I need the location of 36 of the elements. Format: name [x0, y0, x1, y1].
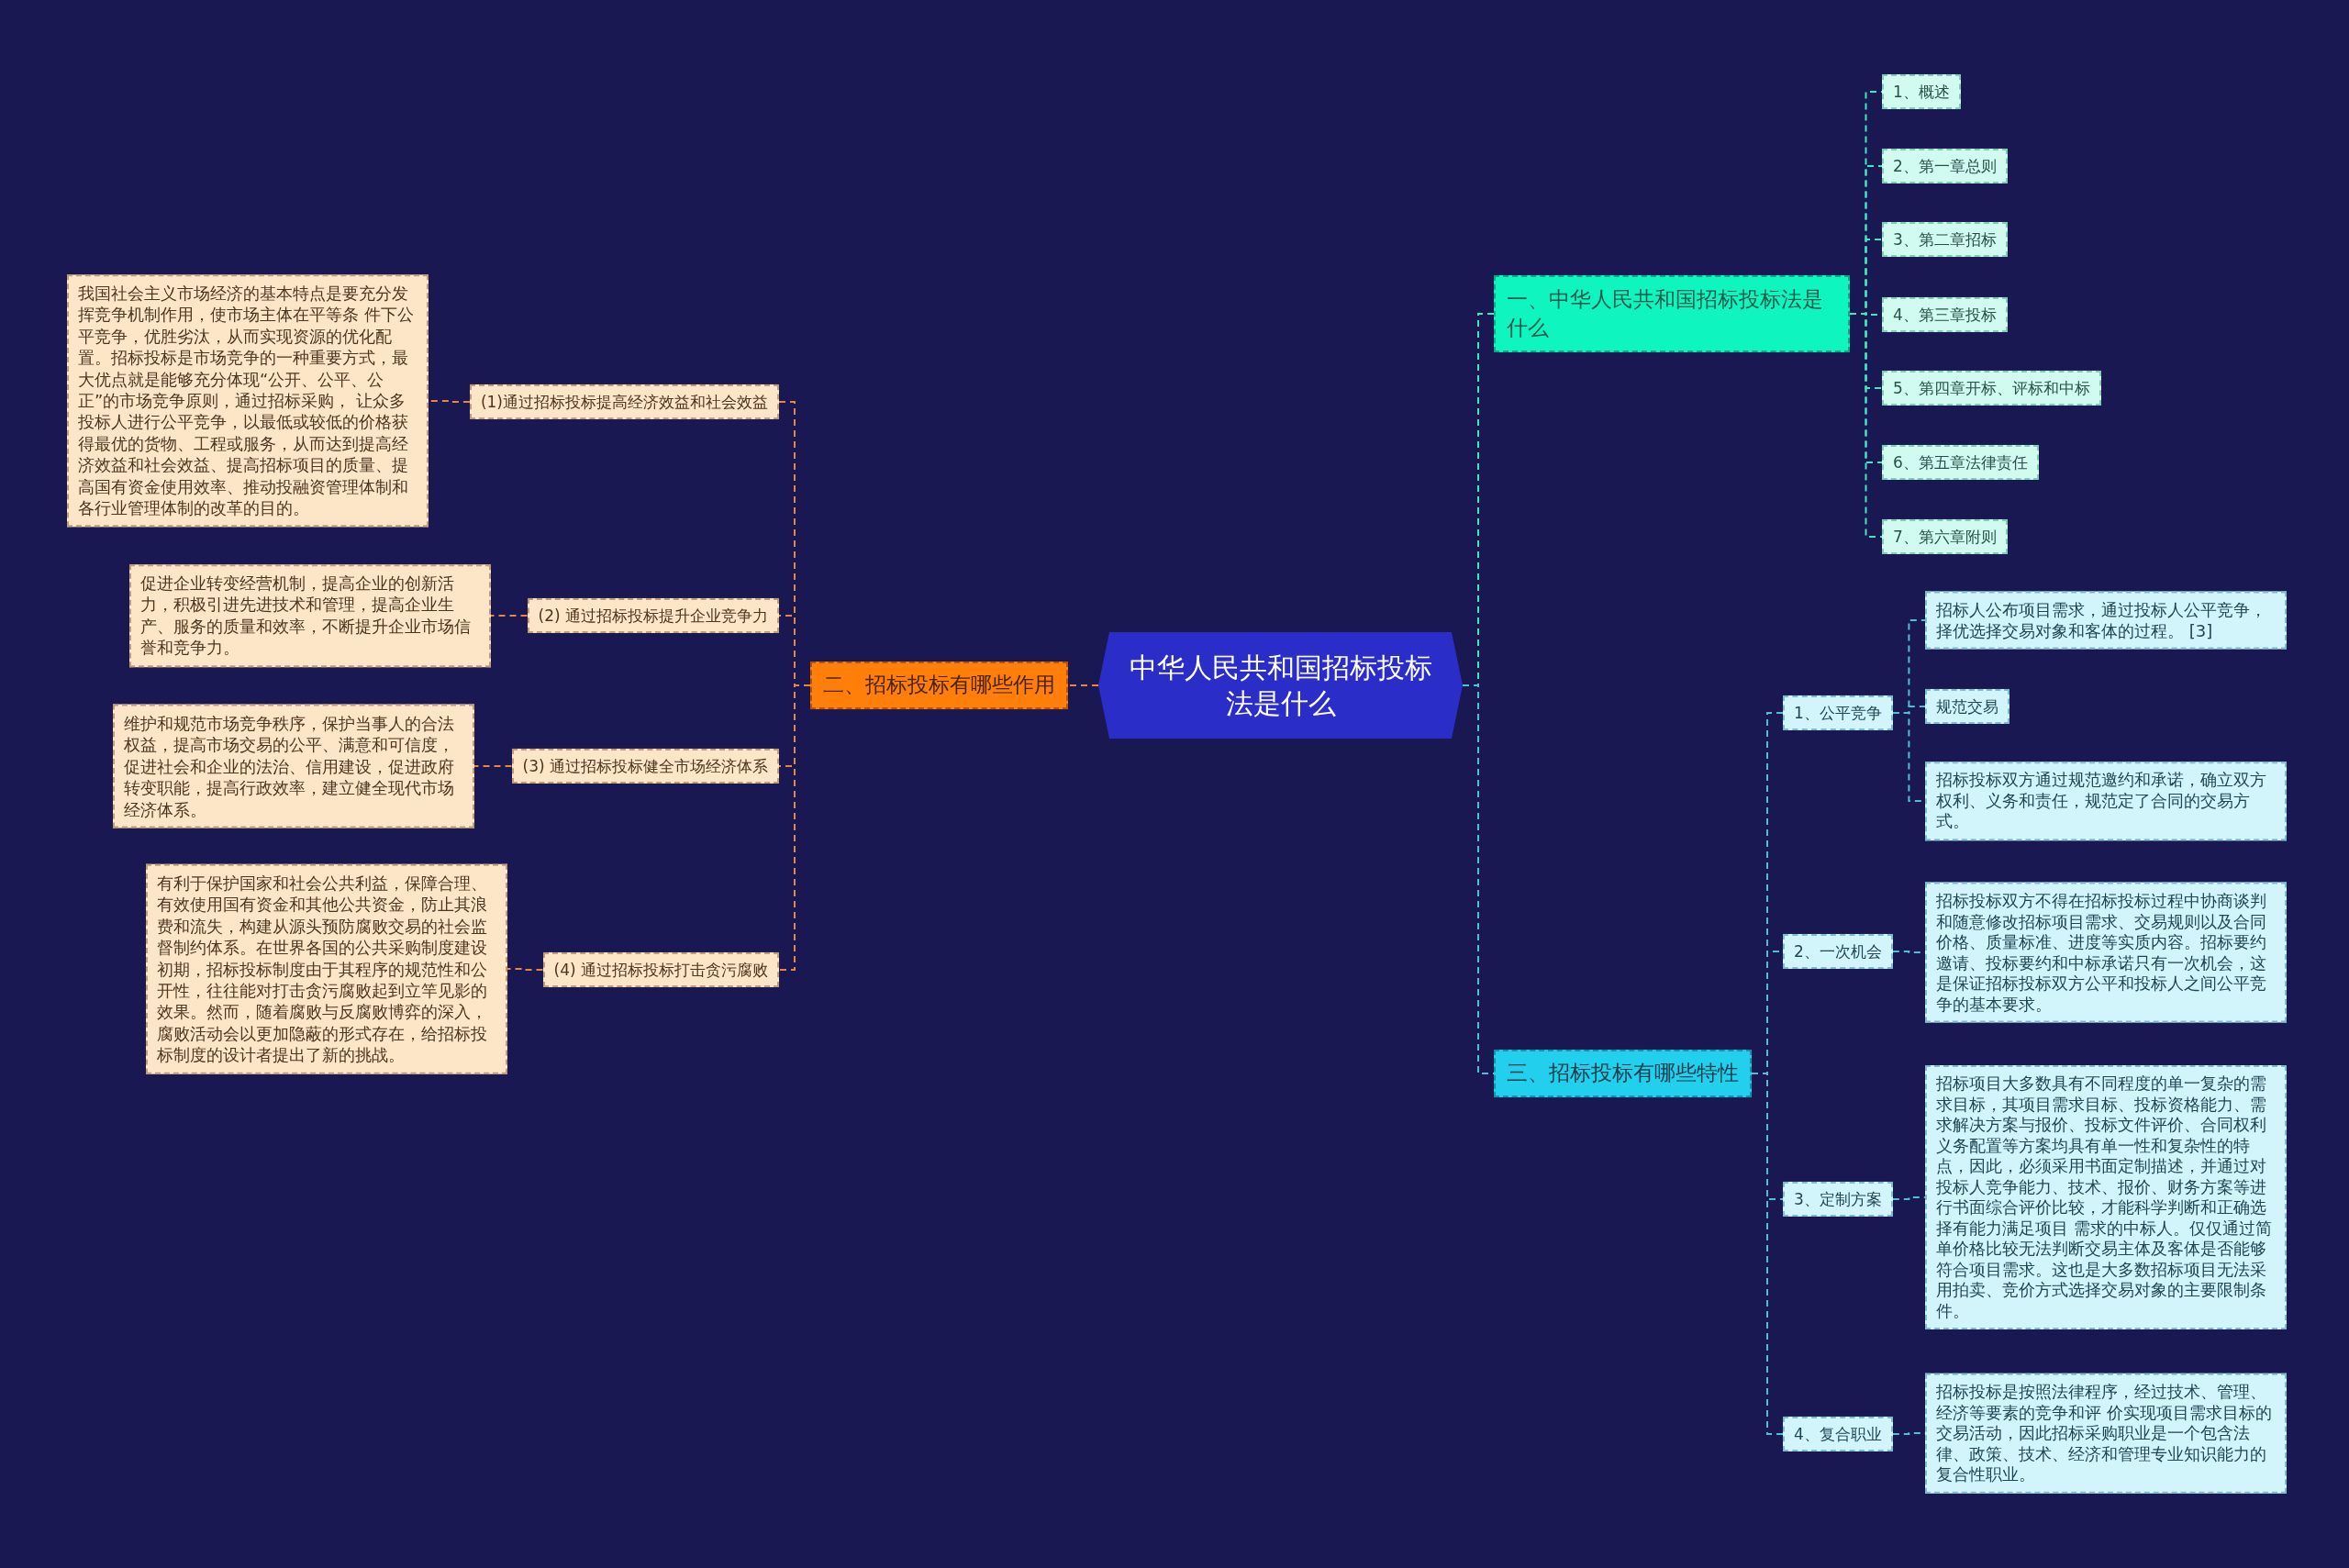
branch-topic: 一、中华人民共和国招标投标法是什么 — [1494, 274, 1850, 353]
chapter-item: 7、第六章附则 — [1882, 518, 2008, 555]
chapter-item: 5、第四章开标、评标和中标 — [1882, 370, 2101, 406]
note-card: 招标投标是按照法律程序，经过技术、管理、经济等要素的竞争和评 价实现项目需求目标的交易活动，因此招标采购职业是一个包含法律、政策、技术、经济和管理专业知识能力的复合性职业。 — [1925, 1373, 2287, 1494]
branch-topic: 三、招标投标有哪些特性 — [1494, 1050, 1752, 1097]
chapter-item: 1、概述 — [1882, 73, 1961, 110]
subtopic-node: 2、一次机会 — [1783, 933, 1893, 970]
subtopic-node: 4、复合职业 — [1783, 1416, 1893, 1452]
note-card: 招标人公布项目需求，通过投标人公平竞争，择优选择交易对象和客体的过程。 [3] — [1925, 591, 2287, 650]
branch-topic: 二、招标投标有哪些作用 — [810, 662, 1068, 709]
subtopic-node: (1)通过招标投标提高经济效益和社会效益 — [469, 384, 779, 420]
connector-line — [1891, 1196, 1926, 1200]
subtopic-node: 3、定制方案 — [1783, 1181, 1893, 1218]
connector-line — [473, 765, 513, 767]
central-topic: 中华人民共和国招标投标法是什么 — [1098, 632, 1463, 739]
chapter-item: 3、第二章招标 — [1882, 221, 2008, 258]
connector-line — [1849, 313, 1883, 538]
note-card: 招标项目大多数具有不同程度的单一复杂的需求目标，其项目需求目标、投标资格能力、需求解决方案与报价、投标文件评价、合同权利义务配置等方案均具有单一性和复杂性的特点，因此，必须采用书面定制描述，并通过对投标人竞争能力、技术、报价、财务方案等进行书面综合评价比较，才能科学判断和正确选择有能力满足项目 需求的中标人。仅仅通过简单价格比较无法判断交易主体及客体是否能够符合项目需求。这也是大多数招标项目无法采用拍卖、竞价方式选择交易对象的主要限制条件。 — [1925, 1065, 2287, 1329]
subtopic-node: 规范交易 — [1925, 688, 2009, 725]
chapter-item: 6、第五章法律责任 — [1882, 444, 2039, 481]
note-card: 我国社会主义市场经济的基本特点是要充分发挥竞争机制作用，使市场主体在平等条 件下公平竞争，优胜劣汰，从而实现资源的优化配置。招标投标是市场竞争的一种重要方式，最大优点就是能够充分体现“公开、公平、公正”的市场竞争原则，通过招标采购， 让众多投标人进行公平竞争，以最低或较低的价格获得最优的货物、工程或服务，从而达到提高经济效益和社会效益、提高招标项目的质量、提高国有资金使用效率、推动投融资管理体制和各行业管理体制的改革的目的。 — [67, 274, 429, 528]
subtopic-node: (2) 通过招标投标提升企业竞争力 — [527, 597, 779, 634]
connector-line — [490, 615, 529, 617]
subtopic-node: 1、公平竞争 — [1783, 695, 1893, 731]
subtopic-node: (3) 通过招标投标健全市场经济体系 — [511, 748, 779, 784]
connector-line — [778, 684, 811, 971]
subtopic-node: (4) 通过招标投标打击贪污腐败 — [542, 951, 779, 988]
note-card: 有利于保护国家和社会公共利益，保障合理、有效使用国有资金和其他公共资金，防止其浪费和流失，构建从源头预防腐败交易的社会监督制约体系。在世界各国的公共采购制度建设初期，招标投标制度由于其程序的规范性和公开性，往往能对打击贪污腐败起到立竿见影的效果。然而，随着腐败与反腐败博弈的深入，腐败活动会以更加隐蔽的形式存在，给招标投标制度的设计者提出了新的挑战。 — [146, 863, 507, 1074]
note-card: 促进企业转变经营机制，提高企业的创新活力，积极引进先进技术和管理，提高企业生产、服务的质量和效率，不断提升企业市场信誉和竞争力。 — [129, 564, 491, 667]
chapter-item: 4、第三章投标 — [1882, 296, 2008, 333]
connector-line — [507, 968, 544, 971]
note-card: 招标投标双方不得在招标投标过程中协商谈判和随意修改招标项目需求、交易规则以及合同价格、质量标准、进度等实质内容。招标要约邀请、投标要约和中标承诺只有一次机会，这是保证招标投标双方公平和投标人之间公平竞争的基本要求。 — [1925, 882, 2287, 1023]
connector-line — [1067, 684, 1099, 686]
note-card: 招标投标双方通过规范邀约和承诺，确立双方权利、义务和责任，规范定了合同的交易方式。 — [1925, 762, 2287, 840]
chapter-item: 2、第一章总则 — [1882, 148, 2008, 184]
note-card: 维护和规范市场竞争秩序，保护当事人的合法权益，提高市场交易的公平、满意和可信度，促进社会和企业的法治、信用建设，促进政府转变职能，提高行政效率，建立健全现代市场经济体系。 — [113, 704, 474, 828]
